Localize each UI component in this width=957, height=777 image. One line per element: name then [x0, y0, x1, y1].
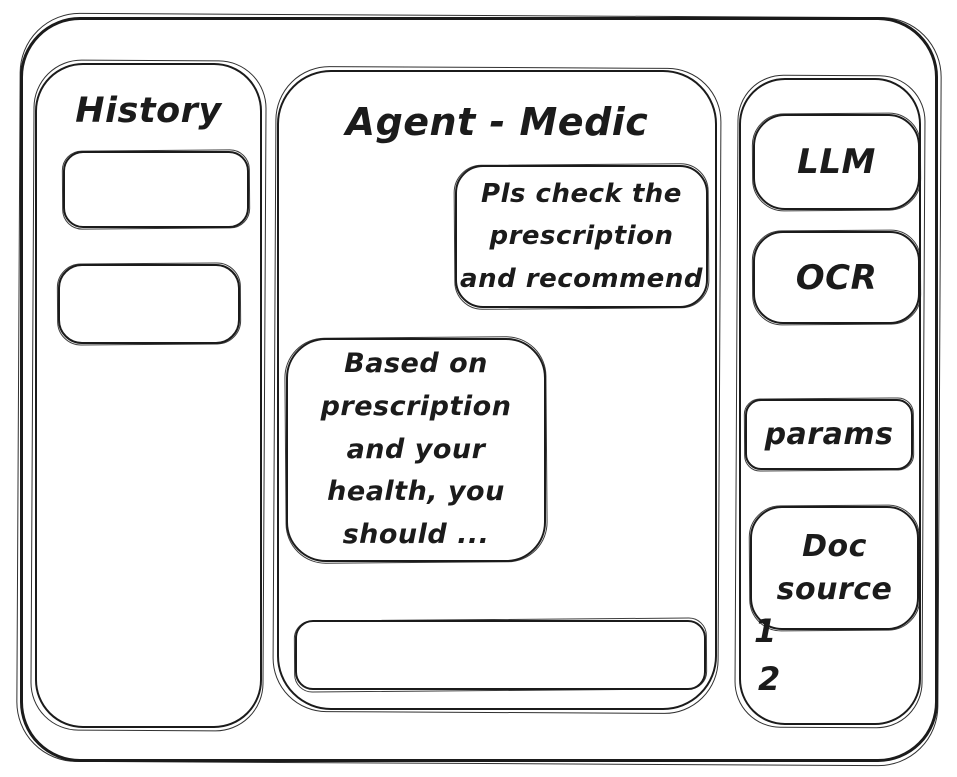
tool-llm-button[interactable]: LLM: [753, 114, 920, 210]
tool-doc-source-button[interactable]: Doc source: [750, 506, 919, 630]
tool-ocr-button[interactable]: OCR: [753, 231, 920, 324]
footnote-1: 1: [754, 612, 777, 650]
history-item[interactable]: [58, 264, 240, 344]
history-title: History: [75, 91, 222, 131]
tool-params-button[interactable]: params: [745, 399, 913, 470]
history-item[interactable]: [63, 151, 249, 228]
footnote-2: 2: [758, 660, 781, 698]
chat-panel: Agent - Medic Pls check the prescription…: [277, 70, 717, 710]
message-input[interactable]: [295, 620, 706, 690]
chat-title: Agent - Medic: [345, 100, 649, 144]
user-message-bubble: Pls check the prescription and recommend: [455, 165, 708, 308]
agent-message-bubble: Based on prescription and your health, y…: [286, 338, 546, 562]
history-sidebar: History: [35, 63, 262, 728]
tools-sidebar: LLM OCR params Doc source 1 2: [739, 78, 921, 725]
